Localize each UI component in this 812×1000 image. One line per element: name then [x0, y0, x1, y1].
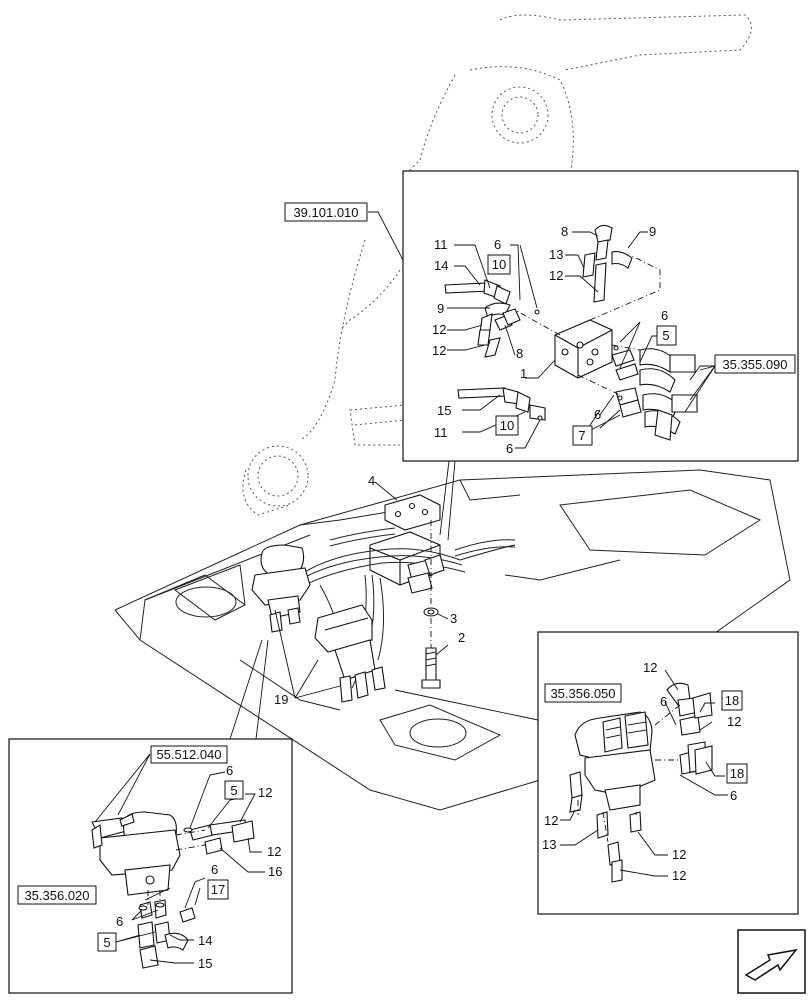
washer-3	[423, 607, 439, 617]
bracket-plate-4	[384, 494, 441, 531]
svg-text:10: 10	[492, 257, 506, 272]
ref-35-355-090[interactable]: 35.355.090	[714, 354, 796, 374]
callout-numbers: 4 3 2 19 11 14 6 9 12 12 8 1 15 11 6 8 1…	[116, 224, 741, 971]
svg-text:17: 17	[211, 882, 225, 897]
svg-text:1: 1	[520, 366, 527, 381]
svg-text:13: 13	[549, 247, 563, 262]
svg-text:8: 8	[516, 346, 523, 361]
center-leaders	[274, 481, 449, 699]
ref-39-101-010[interactable]: 39.101.010	[284, 202, 368, 222]
svg-text:12: 12	[258, 785, 272, 800]
svg-text:5: 5	[230, 783, 237, 798]
svg-text:12: 12	[643, 660, 657, 675]
pedal-valve-right	[569, 682, 713, 883]
svg-text:12: 12	[672, 868, 686, 883]
callout-box-18-bottom: 18	[726, 763, 748, 784]
svg-text:18: 18	[730, 766, 744, 781]
fittings-right-of-valve	[407, 554, 445, 594]
detail-panel-right	[394, 631, 799, 915]
top-panel-dashes	[514, 254, 661, 396]
svg-text:6: 6	[211, 862, 218, 877]
ref-55-512-040[interactable]: 55.512.040	[150, 745, 228, 764]
svg-text:15: 15	[437, 403, 451, 418]
svg-text:14: 14	[434, 258, 448, 273]
svg-text:7: 7	[578, 428, 585, 443]
svg-text:55.512.040: 55.512.040	[156, 747, 221, 762]
svg-text:6: 6	[506, 441, 513, 456]
svg-text:12: 12	[672, 847, 686, 862]
svg-text:12: 12	[267, 844, 281, 859]
svg-text:6: 6	[594, 407, 601, 422]
svg-text:5: 5	[103, 935, 110, 950]
top-panel-hoses-fittings	[444, 224, 698, 441]
machine-frame-main	[114, 469, 791, 811]
right-panel-dashes	[577, 704, 681, 843]
pedal-valve-left-detail	[91, 811, 255, 969]
svg-text:9: 9	[649, 224, 656, 239]
svg-text:8: 8	[561, 224, 568, 239]
bolt-2	[421, 647, 441, 689]
svg-text:35.355.090: 35.355.090	[722, 357, 787, 372]
svg-text:19: 19	[274, 692, 288, 707]
svg-text:6: 6	[494, 237, 501, 252]
svg-text:16: 16	[268, 864, 282, 879]
svg-text:35.356.050: 35.356.050	[550, 686, 615, 701]
svg-text:39.101.010: 39.101.010	[293, 205, 358, 220]
svg-text:12: 12	[549, 268, 563, 283]
svg-text:12: 12	[544, 813, 558, 828]
pedal-valve-center	[314, 604, 386, 703]
svg-text:12: 12	[432, 343, 446, 358]
svg-text:6: 6	[226, 763, 233, 778]
callout-box-7: 7	[572, 425, 593, 446]
top-panel-leaders	[368, 211, 716, 449]
svg-text:14: 14	[198, 933, 212, 948]
callout-box-5-top: 5	[656, 325, 677, 346]
svg-text:11: 11	[434, 237, 448, 252]
svg-text:12: 12	[432, 322, 446, 337]
svg-text:10: 10	[500, 418, 514, 433]
pedal-valve-left	[251, 544, 311, 633]
svg-text:35.356.020: 35.356.020	[24, 888, 89, 903]
ref-35-356-020[interactable]: 35.356.020	[17, 885, 97, 905]
svg-text:5: 5	[662, 328, 669, 343]
svg-text:2: 2	[458, 630, 465, 645]
next-page-arrow-icon[interactable]	[737, 929, 806, 994]
svg-text:4: 4	[368, 473, 375, 488]
callout-box-10-bottom: 10	[495, 415, 519, 436]
callout-box-5-left-bottom: 5	[97, 932, 117, 952]
svg-text:15: 15	[198, 956, 212, 971]
detail-panel-top	[402, 170, 799, 541]
svg-text:6: 6	[116, 914, 123, 929]
svg-text:18: 18	[725, 693, 739, 708]
machine-frame-outline	[242, 14, 752, 516]
svg-text:6: 6	[660, 694, 667, 709]
svg-text:11: 11	[434, 425, 448, 440]
right-panel-leaders	[560, 669, 728, 877]
callout-box-10-top: 10	[487, 254, 511, 275]
ref-35-356-050[interactable]: 35.356.050	[544, 683, 622, 703]
svg-text:9: 9	[437, 301, 444, 316]
callout-box-17: 17	[207, 879, 229, 900]
svg-text:3: 3	[450, 611, 457, 626]
left-panel-dashes	[147, 829, 206, 905]
callout-box-5-left-top: 5	[224, 780, 244, 800]
callout-box-18-top: 18	[721, 690, 743, 711]
svg-text:12: 12	[727, 714, 741, 729]
svg-text:13: 13	[542, 837, 556, 852]
svg-text:6: 6	[661, 308, 668, 323]
svg-text:6: 6	[730, 788, 737, 803]
